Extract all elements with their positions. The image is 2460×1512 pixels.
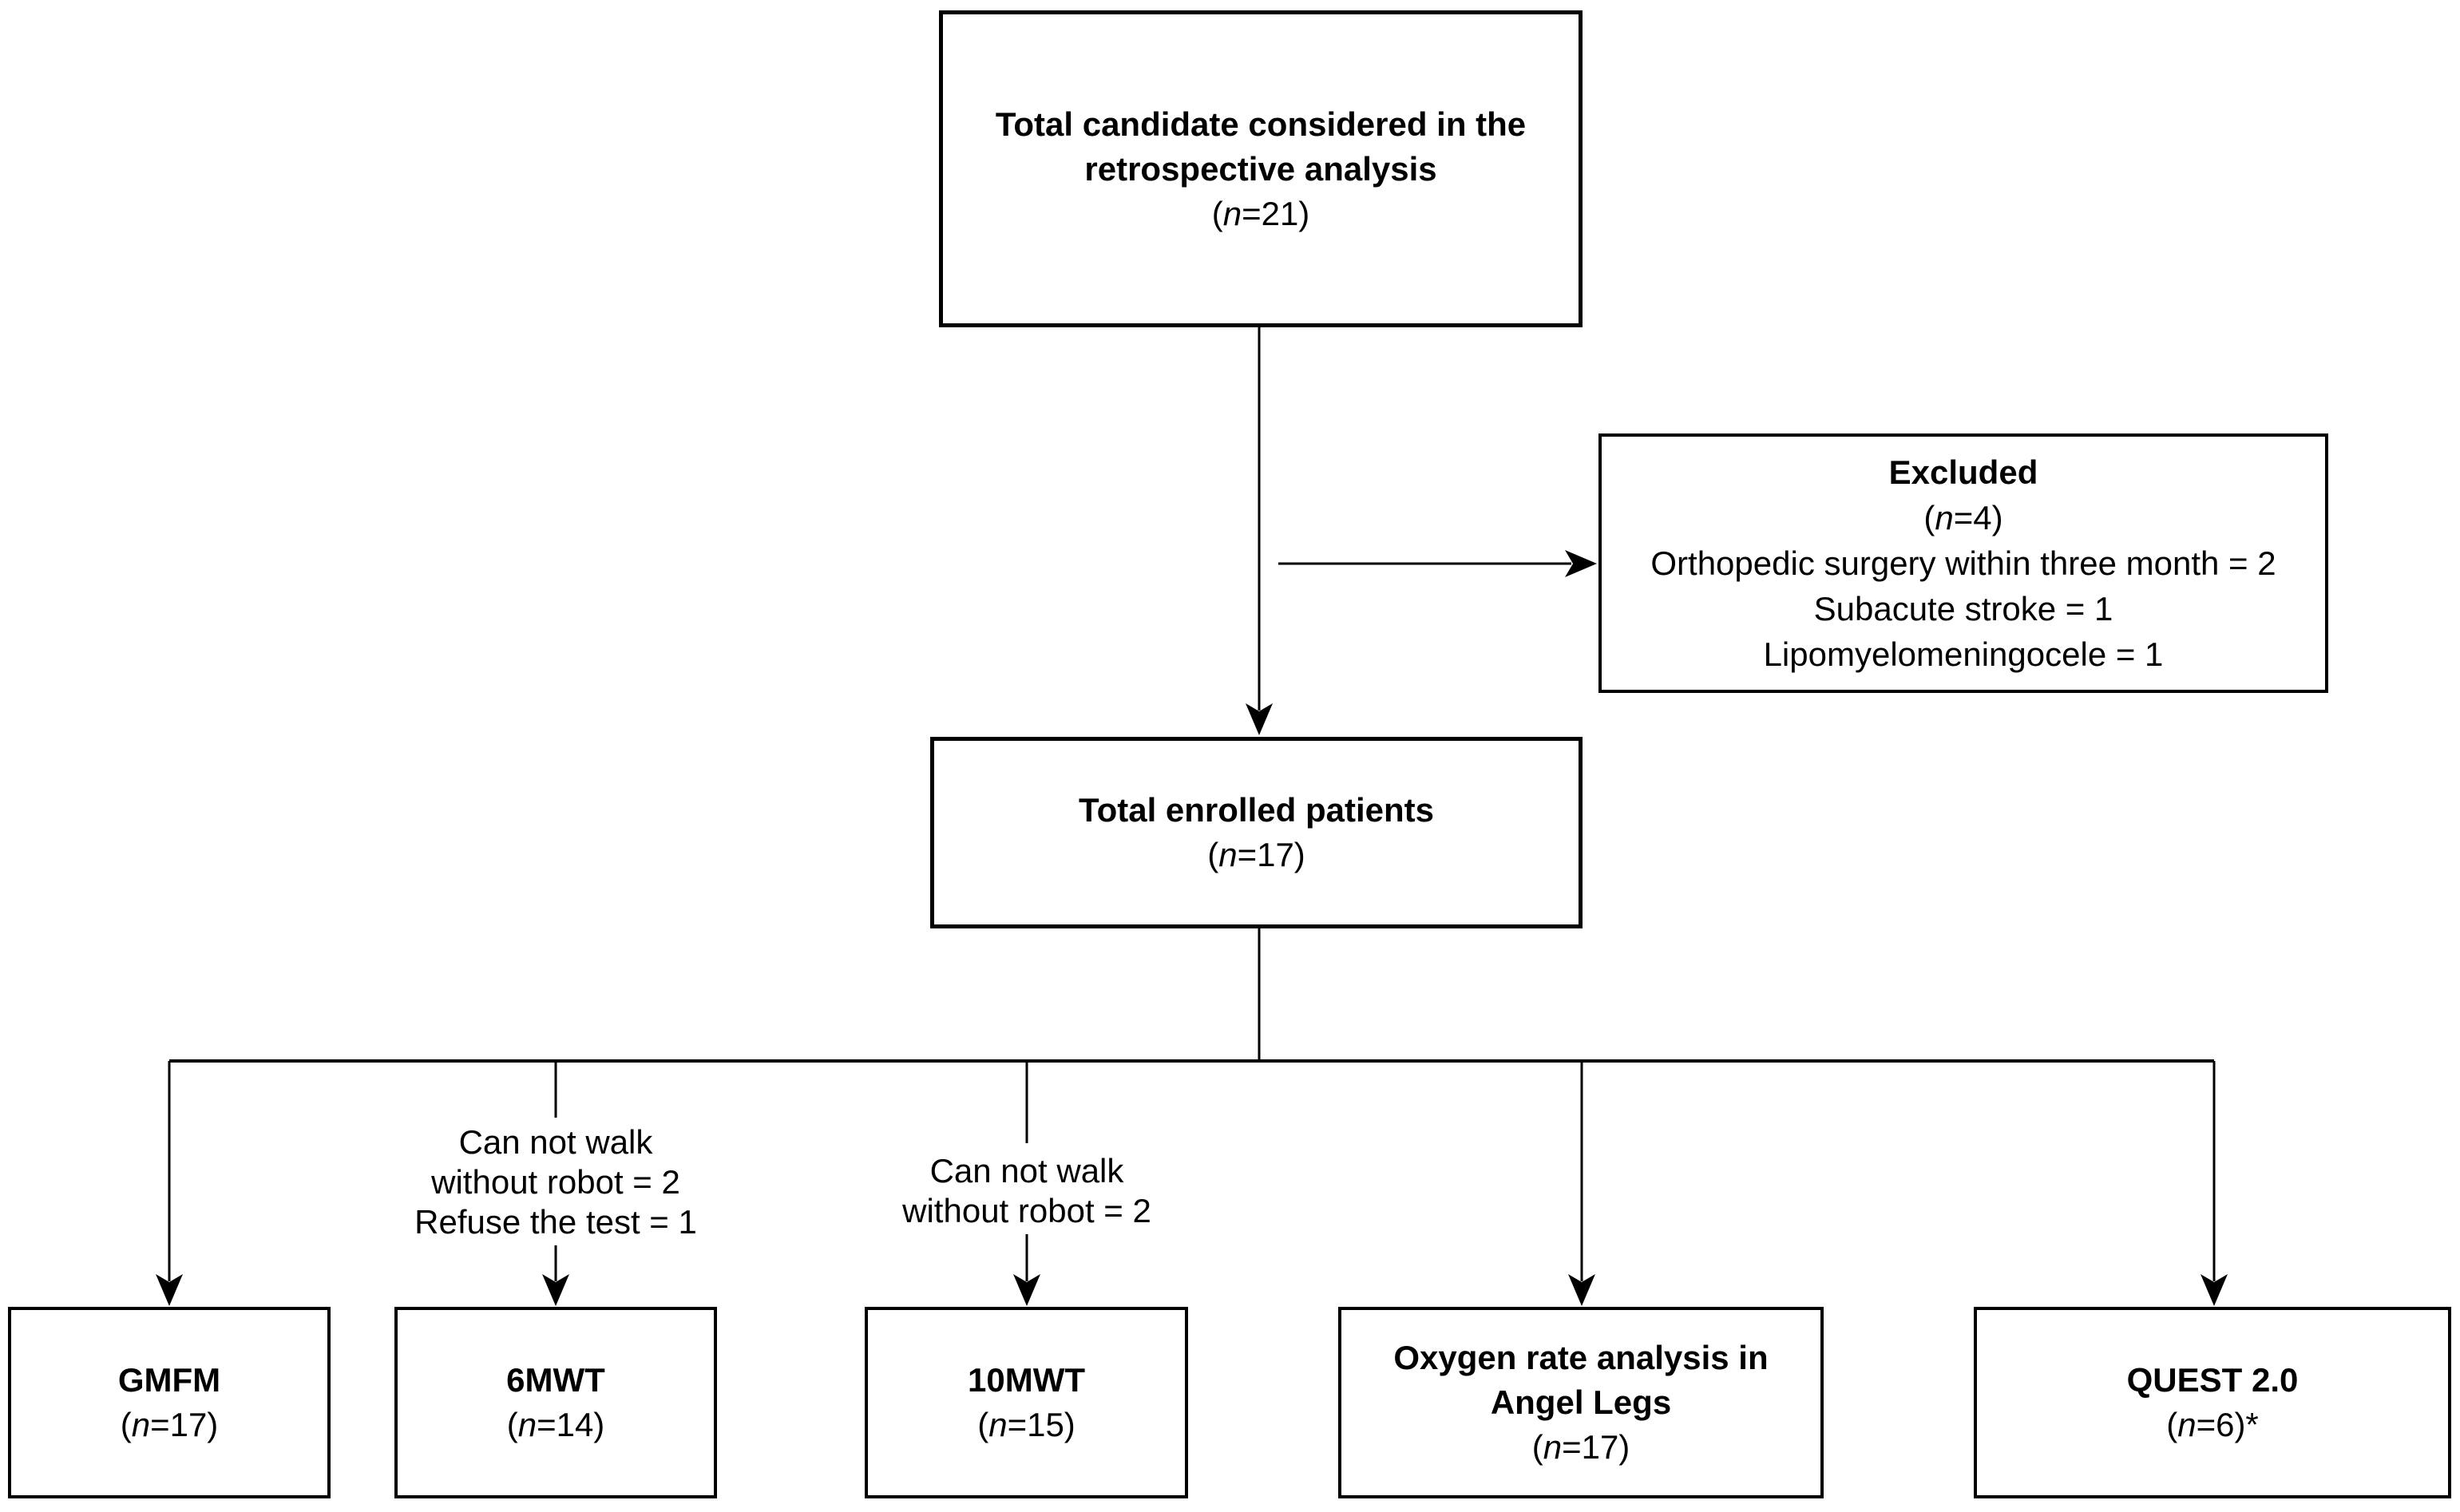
node-enrolled: Total enrolled patients (n=17): [930, 737, 1583, 928]
node-count: (n=17): [1207, 836, 1305, 873]
node-title: QUEST 2.0: [2126, 1361, 2299, 1399]
node-title: 10MWT: [968, 1361, 1085, 1399]
node-title: Total enrolled patients: [1079, 791, 1434, 829]
arrowhead-quest: [2201, 1274, 2228, 1306]
node-count: (n=17): [120, 1406, 219, 1443]
italic-n: n: [2177, 1406, 2197, 1443]
italic-n: n: [131, 1406, 151, 1443]
node-exclusion-reasons: Orthopedic surgery within three month = …: [1650, 544, 2276, 673]
node-count: (n=4): [1923, 499, 2003, 536]
node-10mwt: 10MWT (n=15): [865, 1307, 1188, 1498]
node-count: (n=15): [977, 1406, 1076, 1443]
italic-n: n: [1222, 194, 1242, 232]
node-6mwt: 6MWT (n=14): [394, 1307, 717, 1498]
arrowhead-oxygen: [1568, 1274, 1595, 1306]
node-gmfm: GMFM (n=17): [8, 1307, 331, 1498]
italic-n: n: [1935, 499, 1954, 536]
italic-n: n: [517, 1406, 537, 1443]
arrowhead-gmfm: [156, 1274, 183, 1306]
node-quest: QUEST 2.0 (n=6)*: [1974, 1307, 2451, 1498]
arrowhead-enrolled: [1246, 703, 1273, 735]
arrowhead-10mwt: [1013, 1274, 1040, 1306]
node-count: (n=17): [1531, 1428, 1630, 1466]
node-excluded: Excluded (n=4) Orthopedic surgery within…: [1598, 433, 2328, 693]
node-title: Excluded: [1888, 453, 2038, 491]
italic-n: n: [1218, 836, 1238, 873]
arrowhead-excluded: [1565, 550, 1597, 577]
node-count: (n=21): [1211, 194, 1310, 232]
italic-n: n: [988, 1406, 1008, 1443]
node-title: GMFM: [117, 1361, 221, 1399]
italic-n: n: [1543, 1428, 1563, 1466]
node-title: 6MWT: [506, 1361, 605, 1399]
arrowhead-6mwt: [542, 1274, 569, 1306]
node-count: (n=6)*: [2166, 1406, 2259, 1443]
node-count: (n=14): [506, 1406, 605, 1443]
